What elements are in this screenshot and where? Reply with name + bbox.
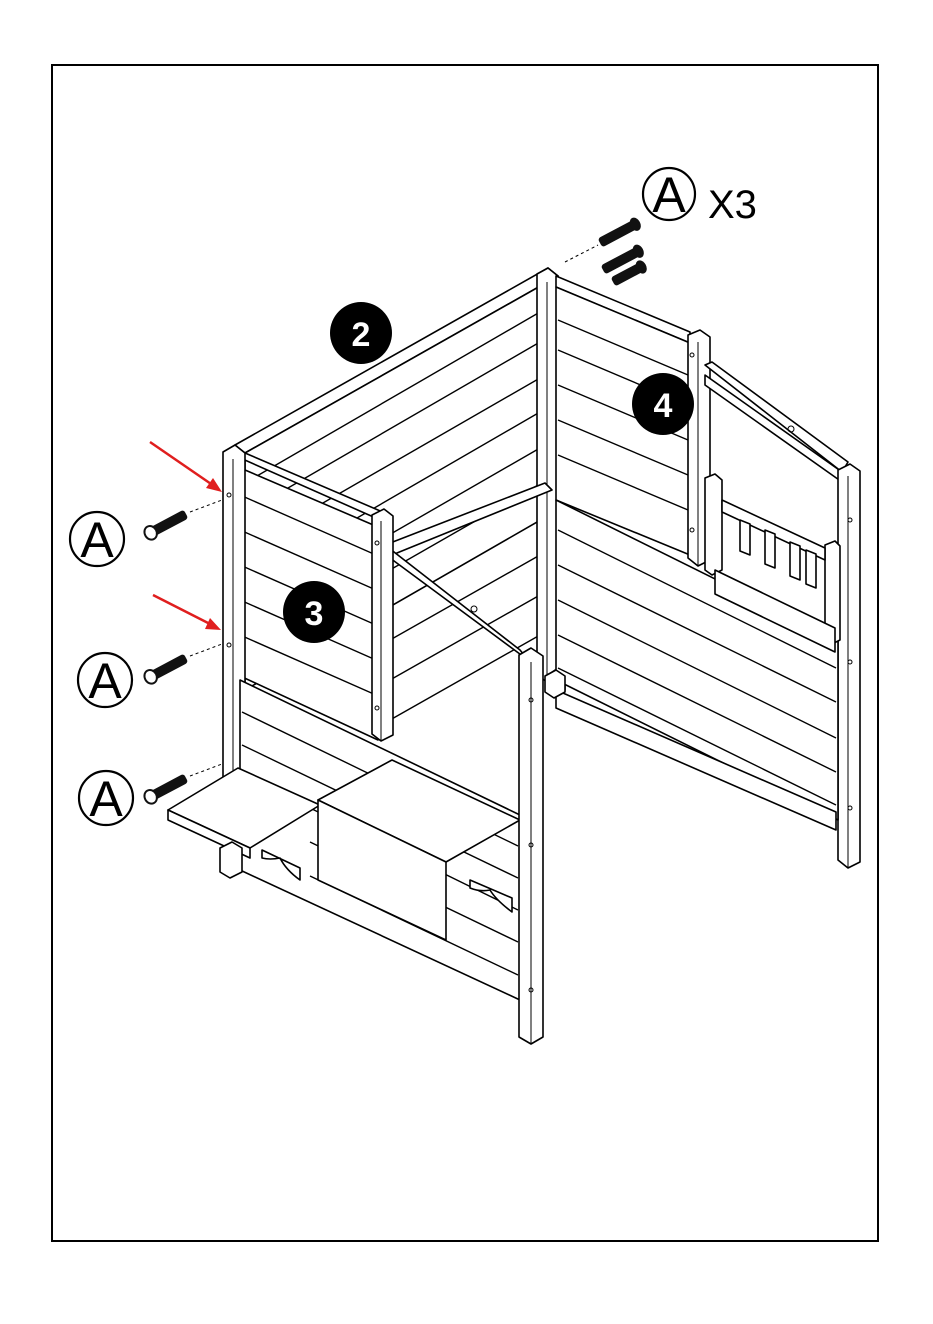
svg-text:3: 3 bbox=[305, 595, 324, 633]
svg-text:4: 4 bbox=[654, 387, 673, 425]
screw-icon bbox=[597, 216, 643, 249]
screw-left-2 bbox=[142, 644, 222, 686]
hardware-label-3: A bbox=[79, 771, 133, 827]
arrow-upper bbox=[150, 442, 222, 492]
panel-badge-2: 2 bbox=[330, 302, 392, 364]
arrow-lower bbox=[153, 595, 221, 630]
screw-group-top bbox=[565, 216, 649, 288]
screw-left-1 bbox=[142, 500, 222, 542]
panel-badge-3: 3 bbox=[283, 581, 345, 643]
svg-text:A: A bbox=[80, 512, 114, 568]
panel-4 bbox=[556, 276, 860, 868]
svg-text:A: A bbox=[652, 167, 686, 223]
quantity-label: X3 bbox=[708, 183, 757, 227]
red-arrows bbox=[150, 442, 222, 630]
front-right-post bbox=[519, 648, 543, 1044]
hardware-label-1: A bbox=[70, 512, 124, 568]
screw-icon bbox=[142, 508, 189, 542]
panel-badge-4: 4 bbox=[632, 373, 694, 435]
screw-icon bbox=[142, 652, 189, 686]
hardware-label-2: A bbox=[78, 653, 132, 709]
hardware-label-top: A X3 bbox=[643, 167, 757, 227]
svg-text:A: A bbox=[88, 653, 122, 709]
svg-text:A: A bbox=[89, 771, 123, 827]
svg-text:2: 2 bbox=[352, 316, 371, 354]
